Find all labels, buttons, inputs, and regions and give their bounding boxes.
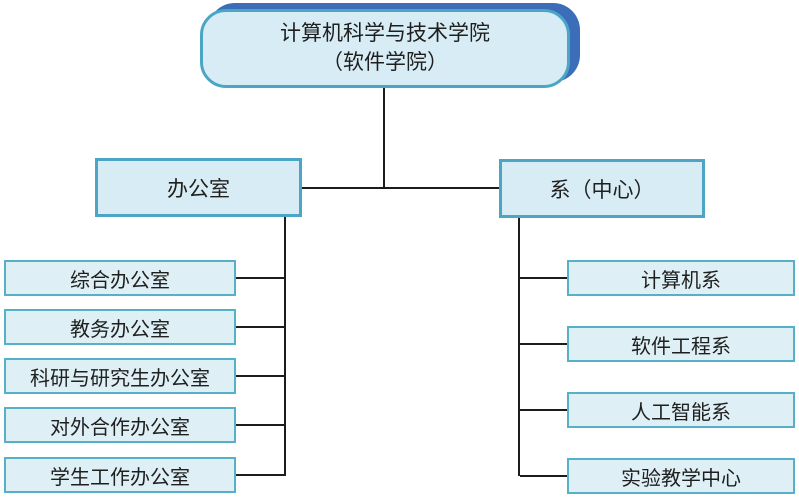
connector-right-leaf-2 xyxy=(520,409,567,411)
node-computer-science-dept: 计算机系 xyxy=(567,260,795,296)
node-general-office: 综合办公室 xyxy=(4,260,236,296)
connector-right-leaf-3 xyxy=(520,475,567,477)
node-offices: 办公室 xyxy=(95,158,302,217)
connector-left-leaf-0 xyxy=(236,277,284,279)
connector-right-trunk xyxy=(518,218,520,476)
connector-left-leaf-1 xyxy=(236,326,284,328)
root-node: 计算机科学与技术学院 （软件学院） xyxy=(200,9,570,88)
connector-root-vertical xyxy=(383,88,385,188)
root-node-title-line1: 计算机科学与技术学院 xyxy=(280,22,490,46)
connector-branch-horizontal xyxy=(301,187,499,189)
node-student-affairs-office: 学生工作办公室 xyxy=(4,457,236,493)
connector-left-leaf-2 xyxy=(236,375,284,377)
connector-left-leaf-4 xyxy=(236,474,284,476)
connector-right-leaf-0 xyxy=(520,277,567,279)
node-research-graduate-office: 科研与研究生办公室 xyxy=(4,358,236,394)
connector-left-trunk xyxy=(284,217,286,476)
root-node-title-line2: （软件学院） xyxy=(322,50,448,74)
node-departments: 系（中心） xyxy=(499,159,705,218)
node-academic-affairs-office: 教务办公室 xyxy=(4,309,236,345)
node-experimental-teaching-center: 实验教学中心 xyxy=(567,458,795,494)
connector-left-leaf-3 xyxy=(236,424,284,426)
node-artificial-intelligence-dept: 人工智能系 xyxy=(567,392,795,428)
node-external-cooperation-office: 对外合作办公室 xyxy=(4,407,236,443)
connector-right-leaf-1 xyxy=(520,343,567,345)
node-software-engineering-dept: 软件工程系 xyxy=(567,326,795,362)
